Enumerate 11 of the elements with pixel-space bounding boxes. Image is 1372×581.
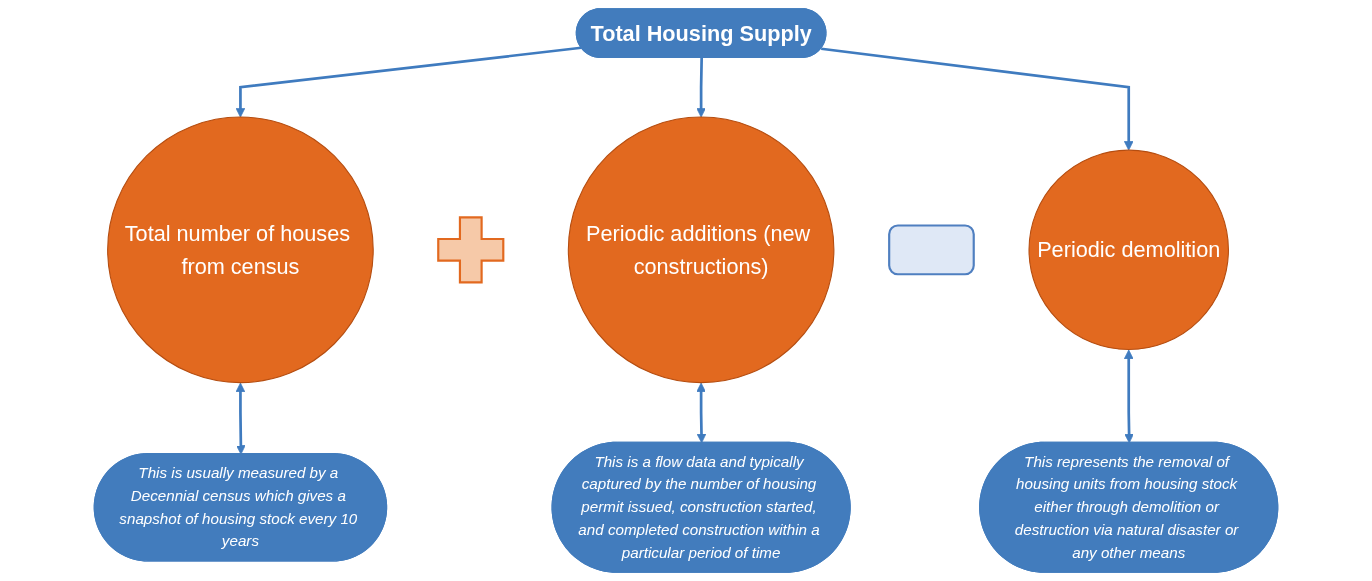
node-circle: Periodic additions (new constructions)	[567, 116, 835, 384]
arrow	[821, 47, 1134, 151]
arrow	[235, 46, 582, 118]
node-cross	[437, 216, 505, 284]
arrow	[696, 382, 707, 444]
arrow	[235, 382, 246, 455]
node-circle: Total number of houses from census	[107, 116, 374, 384]
node-circle: Periodic demolition	[1028, 149, 1229, 351]
node-box	[888, 224, 975, 276]
arrow	[1123, 349, 1134, 444]
arrow	[696, 57, 706, 118]
